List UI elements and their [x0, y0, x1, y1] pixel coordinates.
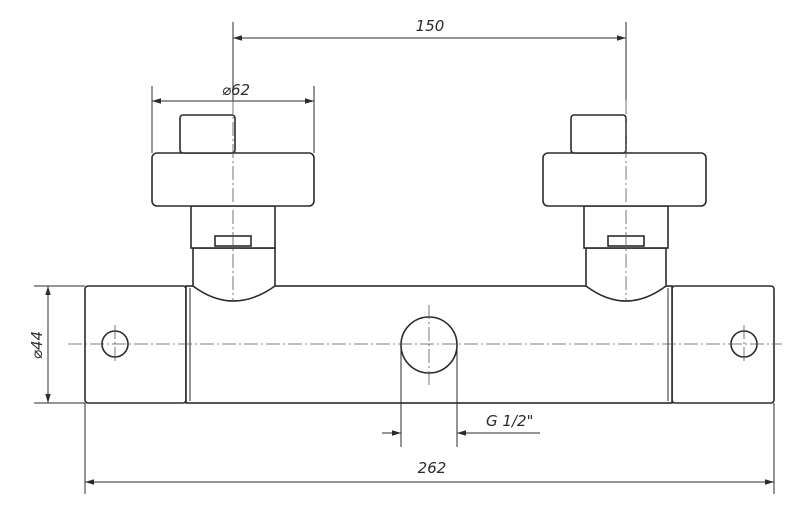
left-spindle — [179, 114, 236, 154]
left-end-cap — [84, 285, 187, 404]
left-neck — [192, 247, 276, 302]
right-neck — [585, 247, 667, 302]
dimension-overall-length: 262 — [84, 403, 775, 494]
right-handle-assembly — [542, 114, 707, 302]
left-handle-assembly — [151, 114, 315, 302]
right-handle-knob — [542, 152, 707, 207]
dimension-body-diameter: ⌀44 — [28, 285, 85, 404]
overall-length-label: 262 — [418, 459, 447, 477]
outlet-thread-label: G 1/2" — [486, 412, 533, 430]
handle-diameter-label: ⌀62 — [222, 81, 250, 99]
handle-spacing-label: 150 — [416, 17, 445, 35]
right-spindle — [570, 114, 627, 154]
dimension-outlet-thread: G 1/2" — [382, 345, 540, 447]
body-diameter-label: ⌀44 — [28, 331, 46, 359]
dimension-handle-spacing: 150 — [232, 17, 627, 100]
mixer-body — [84, 285, 775, 404]
right-end-cap — [671, 285, 775, 404]
center-lines — [68, 100, 782, 388]
dimension-handle-diameter: ⌀62 — [151, 81, 315, 153]
